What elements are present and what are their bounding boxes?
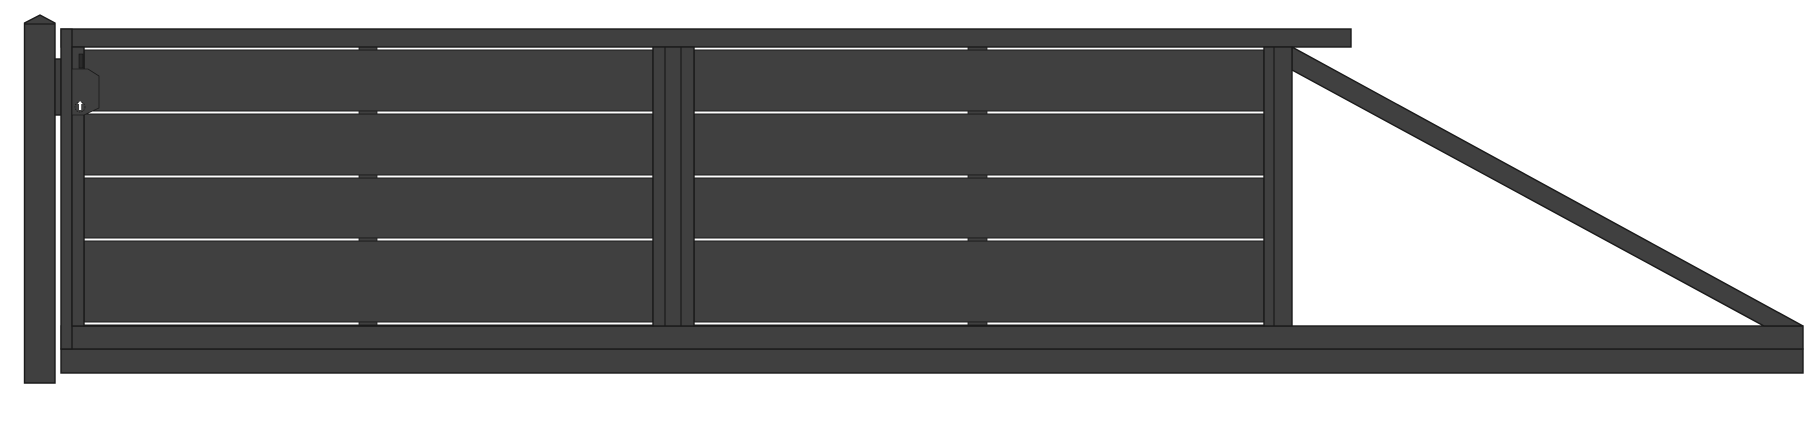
slat-joint [358, 237, 378, 242]
bottom-track [60, 348, 1804, 374]
middle-post [652, 46, 695, 327]
left-frame-stile [60, 28, 73, 350]
right-stile [1263, 46, 1293, 327]
slat-joint [358, 174, 378, 179]
infill-panel-left [83, 46, 654, 327]
slat-joint [358, 110, 378, 115]
slat-joints [358, 46, 988, 326]
slat-joint [358, 321, 378, 326]
slat-joint [967, 174, 988, 179]
slat-joint [967, 321, 988, 326]
infill-panel-right [693, 46, 1265, 327]
slat-joint [967, 110, 988, 115]
diagonal-brace [1291, 45, 1804, 327]
left-inner-stile [71, 46, 85, 327]
slat-joint [967, 237, 988, 242]
gate-post [23, 14, 56, 384]
latch [78, 53, 84, 69]
keyhole-slot [79, 103, 82, 110]
post-bracket [54, 58, 62, 116]
lock-plate [71, 53, 100, 116]
bottom-rail [60, 325, 1804, 350]
top-rail [60, 28, 1352, 48]
